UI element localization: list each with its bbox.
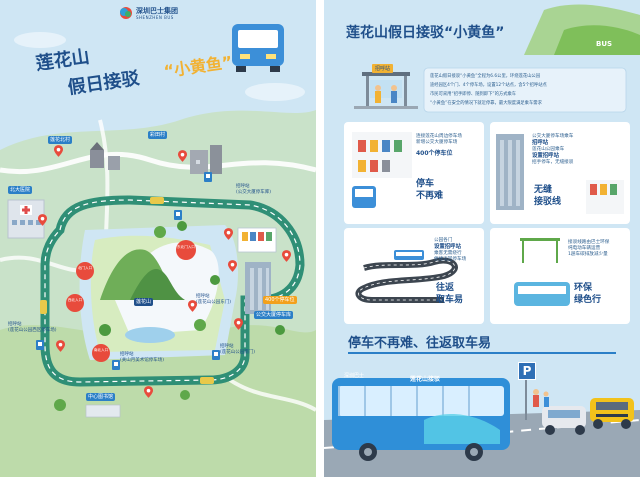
card4-line: 1趟车碳排放减少量 [568, 252, 608, 258]
map-pin-icon[interactable] [224, 228, 233, 240]
map-pin-icon[interactable] [282, 250, 291, 262]
card3-line: 设置招呼站 [434, 244, 461, 251]
card4-title-a: 环保 [574, 283, 593, 293]
brand-name-cn: 深圳巴士集团 [136, 7, 178, 15]
place-central-library: 中心图书馆 [86, 393, 116, 401]
right-background [324, 4, 640, 477]
card1-highlight: 400个停车位 [416, 150, 453, 158]
card2-line: 设置招呼站 [532, 153, 559, 160]
card1-line: 连接莲花山周边停车场 [416, 134, 462, 139]
mountain-label: 莲花山 [134, 298, 154, 306]
bus-stop-icon[interactable] [174, 210, 182, 220]
card4-line: 接驳线路由巴士环保 [568, 240, 610, 245]
card2-line: 招呼站 [532, 140, 549, 147]
intro-line: 莲花山假日接驳“小黄鱼”全程为6.6公里，环绕莲花山公园 [430, 74, 541, 79]
card2-line: 公交大厦停车场乘车 [532, 134, 574, 139]
card3-line: 公园各门 [434, 238, 453, 243]
card4-line: 纯电动车辆运营 [568, 246, 601, 252]
stop-label-5: 招呼站 (莲花山公园南门) [220, 344, 256, 355]
bus-side-en: 莲花山接驳 [410, 376, 441, 383]
card2-text: 公交大厦停车场乘车 招呼站 莲花山公园乘车 设置招呼站 招手停车，无缝接驳 [532, 134, 624, 167]
bus-side-cn: 深圳巴士 [344, 373, 365, 379]
card3-line: 便捷返回停车场 [434, 257, 467, 263]
stop-label-1: 招呼站 (公交大厦停车库) [236, 184, 272, 195]
card4-title: 环保 绿色行 [574, 282, 601, 306]
map-pin-icon[interactable] [178, 150, 187, 162]
map-pin-icon[interactable] [228, 260, 237, 272]
card2-title-a: 无缝 [534, 185, 553, 195]
map-pin-icon[interactable] [54, 145, 63, 157]
gate-north: 北门入口 [76, 262, 94, 280]
gate-east-north: 东北门入口 [176, 240, 196, 260]
bus-stop-icon[interactable] [36, 340, 44, 350]
card1-line: 新增公交大厦停车场 [416, 140, 458, 146]
card1-title-a: 停车 [416, 179, 435, 189]
place-caitian-village: 彩田村 [148, 131, 168, 139]
bus-stop-icon[interactable] [212, 350, 220, 360]
intro-line: 途经园区4个门、4个停车场，设置12个站点，含5个招呼站点 [430, 83, 547, 88]
card3-title: 往返 取车易 [436, 282, 463, 306]
brand-logo: 深圳巴士集团 SHENZHEN BUS [118, 6, 200, 22]
map-pin-icon[interactable] [144, 386, 153, 398]
map-pin-icon[interactable] [188, 300, 197, 312]
bottom-banner: 停车不再难、往返取车易 [348, 336, 492, 351]
stop-sign: 招呼站 [372, 64, 394, 73]
right-poster: 莲花山假日接驳“小黄鱼” BUS 招呼站 莲花山假日接驳“小黄鱼”全程为6.6公… [324, 0, 640, 477]
card3-line: 乘客无需绕行 [434, 251, 462, 257]
bus-tag: BUS [596, 40, 613, 48]
intro-text: 莲花山假日接驳“小黄鱼”全程为6.6公里，环绕莲花山公园 途经园区4个门、4个停… [430, 72, 622, 108]
right-title: 莲花山假日接驳“小黄鱼” [346, 25, 505, 41]
place-north-village: 莲花北村 [48, 136, 73, 144]
card2-line: 招手停车，无缝接驳 [532, 160, 574, 166]
stop-label-3: 招呼站 (莲花山公园西区停车场) [8, 322, 57, 333]
card3-title-b: 取车易 [436, 295, 464, 305]
card3-text: 公园各门 设置招呼站 乘客无需绕行 便捷返回停车场 [434, 238, 482, 264]
intro-line: 市民可采用“招手即停、随到即下”的方式乘车 [430, 92, 517, 97]
stop-label-4: 招呼站 (关山月美术馆停车场) [120, 352, 165, 363]
card1-title-b: 不再难 [416, 191, 444, 201]
map-illustration [0, 24, 316, 477]
card2-title: 无缝 接驳线 [534, 184, 561, 208]
gate-west: 西北入口 [66, 294, 84, 312]
gate-south: 南北入口 [92, 344, 110, 362]
place-beida-hospital: 北大医院 [8, 186, 33, 194]
banner-underline [348, 352, 616, 354]
map-pin-icon[interactable] [38, 214, 47, 226]
brand-name-en: SHENZHEN BUS [136, 15, 174, 20]
parking-400: 400个停车位 [263, 296, 297, 304]
card3-title-a: 往返 [436, 283, 455, 293]
stop-label-2: 招呼站 (莲花山公园东门) [196, 294, 232, 305]
card1-text: 连接莲花山周边停车场 新增公交大厦停车场 400个停车位 [416, 134, 482, 157]
left-poster: 深圳巴士集团 SHENZHEN BUS 莲花山 假日接驳 “小黄鱼” 莲花北村 … [0, 0, 316, 477]
parking-sign-icon: P [518, 362, 536, 380]
logo-icon [120, 7, 132, 19]
card2-line: 莲花山公园乘车 [532, 147, 565, 153]
card1-title: 停车 不再难 [416, 178, 443, 202]
intro-line: “小黄鱼”在安全的情况下就近停靠，最大限度满足乘车需求 [430, 101, 542, 106]
bus-stop-icon[interactable] [204, 172, 212, 182]
map-pin-icon[interactable] [56, 340, 65, 352]
bus-stop-icon[interactable] [112, 360, 120, 370]
card2-title-b: 接驳线 [534, 197, 562, 207]
station-garage: 公交大厦停车库 [254, 311, 294, 319]
map-pin-icon[interactable] [234, 318, 243, 330]
card4-title-b: 绿色行 [574, 295, 602, 305]
card4-text: 接驳线路由巴士环保 纯电动车辆运营 1趟车碳排放减少量 [568, 240, 628, 259]
